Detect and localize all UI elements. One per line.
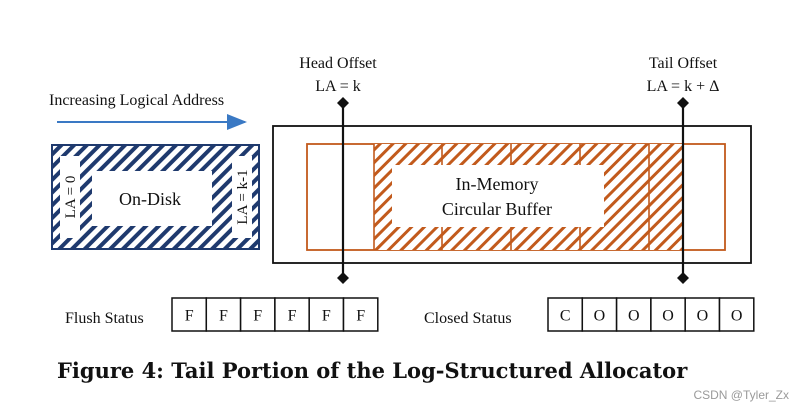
on-disk-label: On-Disk (119, 189, 181, 209)
closed-status-cell-value: O (594, 308, 606, 325)
closed-status-cell: O (650, 297, 686, 332)
flush-status-cell: F (171, 297, 208, 332)
flush-status-cell: F (205, 297, 242, 332)
head-offset-la: LA = k (315, 78, 360, 95)
flush-status-cell-value: F (356, 308, 365, 325)
closed-status-cell-value: O (628, 308, 640, 325)
la-k-minus-1-label: LA = k-1 (235, 169, 251, 224)
closed-status-cell: C (547, 297, 584, 332)
figure-caption: Figure 4: Tail Portion of the Log-Struct… (57, 358, 688, 383)
head-offset-label: Head Offset (299, 55, 377, 72)
in-memory-outer-box (272, 125, 752, 264)
flush-status-label: Flush Status (65, 310, 144, 327)
closed-status-cell: O (615, 297, 652, 332)
head-pointer (337, 97, 349, 284)
flush-status-cell-value: F (185, 308, 194, 325)
closed-status-cell: O (718, 297, 755, 332)
tail-offset-la: LA = k + Δ (647, 78, 720, 95)
flush-status-cell: F (274, 297, 310, 332)
flush-status-cell-value: F (288, 308, 297, 325)
closed-status-cell-value: O (697, 308, 709, 325)
on-disk-label-bg (92, 171, 212, 226)
closed-status-cell: O (684, 297, 721, 332)
flush-status-cell: F (239, 297, 276, 332)
buffer-label-line2: Circular Buffer (442, 199, 552, 219)
closed-status-label: Closed Status (424, 310, 512, 327)
closed-status-cell-value: O (731, 308, 743, 325)
flush-status-cell: F (308, 297, 345, 332)
watermark: CSDN @Tyler_Zx (693, 388, 789, 402)
closed-status-cell: O (581, 297, 618, 332)
closed-status-cell-value: C (560, 308, 571, 325)
la-zero-label: LA = 0 (63, 176, 79, 219)
increasing-address-label: Increasing Logical Address (49, 92, 224, 109)
la-k-minus-1-bg (232, 156, 252, 238)
closed-status-cell-value: O (662, 308, 674, 325)
flush-status-cell-value: F (322, 308, 331, 325)
flush-status-cell-value: F (253, 308, 262, 325)
tail-pointer (677, 97, 689, 284)
flush-status-cell: F (342, 297, 379, 332)
tail-offset-label: Tail Offset (649, 55, 718, 72)
la-zero-bg (60, 156, 80, 238)
buffer-label-line1: In-Memory (456, 174, 539, 194)
buffer-label-bg (392, 165, 604, 227)
flush-status-cell-value: F (219, 308, 228, 325)
